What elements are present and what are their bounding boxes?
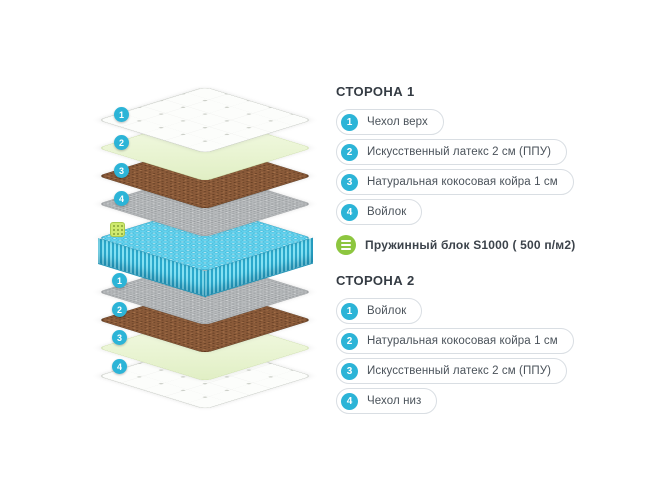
layer-badge-side2-3: 3 — [112, 330, 127, 345]
legend-item-side1-4: 4 Войлок — [336, 199, 423, 225]
layer-badge-side2-2: 2 — [112, 302, 127, 317]
item-label: Чехол низ — [367, 395, 422, 407]
item-label: Войлок — [367, 305, 407, 317]
item-number-badge: 4 — [341, 203, 358, 221]
layer-badge-side2-4: 4 — [112, 359, 127, 374]
legend-item-side2-4: 4 Чехол низ — [336, 388, 438, 414]
spring-chip-icon — [110, 222, 125, 237]
item-label: Чехол верх — [367, 116, 428, 128]
item-number-badge: 2 — [341, 332, 358, 350]
legend-item-side1-3: 3 Натуральная кокосовая койра 1 см — [336, 169, 574, 195]
spring-label: Пружинный блок S1000 ( 500 п/м2) — [365, 238, 576, 252]
spring-item: Пружинный блок S1000 ( 500 п/м2) — [336, 235, 575, 255]
legend-item-side1-1: 1 Чехол верх — [336, 109, 444, 135]
item-number-badge: 2 — [341, 143, 358, 161]
layer-badge-side1-4: 4 — [114, 191, 129, 206]
item-number-badge: 1 — [341, 302, 358, 320]
item-label: Искусственный латекс 2 см (ППУ) — [367, 365, 552, 377]
layer-badge-side2-1: 1 — [112, 273, 127, 288]
legend-item-side2-1: 1 Войлок — [336, 298, 423, 324]
springs-icon — [336, 235, 356, 255]
layer-badge-side1-1: 1 — [114, 107, 129, 122]
legend-item-side1-2: 2 Искусственный латекс 2 см (ППУ) — [336, 139, 568, 165]
side2-title: СТОРОНА 2 — [336, 273, 415, 288]
item-label: Натуральная кокосовая койра 1 см — [367, 176, 558, 188]
item-number-badge: 3 — [341, 173, 358, 191]
layer-badge-side1-2: 2 — [114, 135, 129, 150]
side1-title: СТОРОНА 1 — [336, 84, 415, 99]
layer-badge-side1-3: 3 — [114, 163, 129, 178]
legend-panel: СТОРОНА 1 1 Чехол верх 2 Искусственный л… — [336, 84, 575, 414]
legend-item-side2-2: 2 Натуральная кокосовая койра 1 см — [336, 328, 574, 354]
item-number-badge: 3 — [341, 362, 358, 380]
item-label: Искусственный латекс 2 см (ППУ) — [367, 146, 552, 158]
item-label: Натуральная кокосовая койра 1 см — [367, 335, 558, 347]
item-number-badge: 4 — [341, 392, 358, 410]
item-label: Войлок — [367, 206, 407, 218]
item-number-badge: 1 — [341, 113, 358, 131]
legend-item-side2-3: 3 Искусственный латекс 2 см (ППУ) — [336, 358, 568, 384]
